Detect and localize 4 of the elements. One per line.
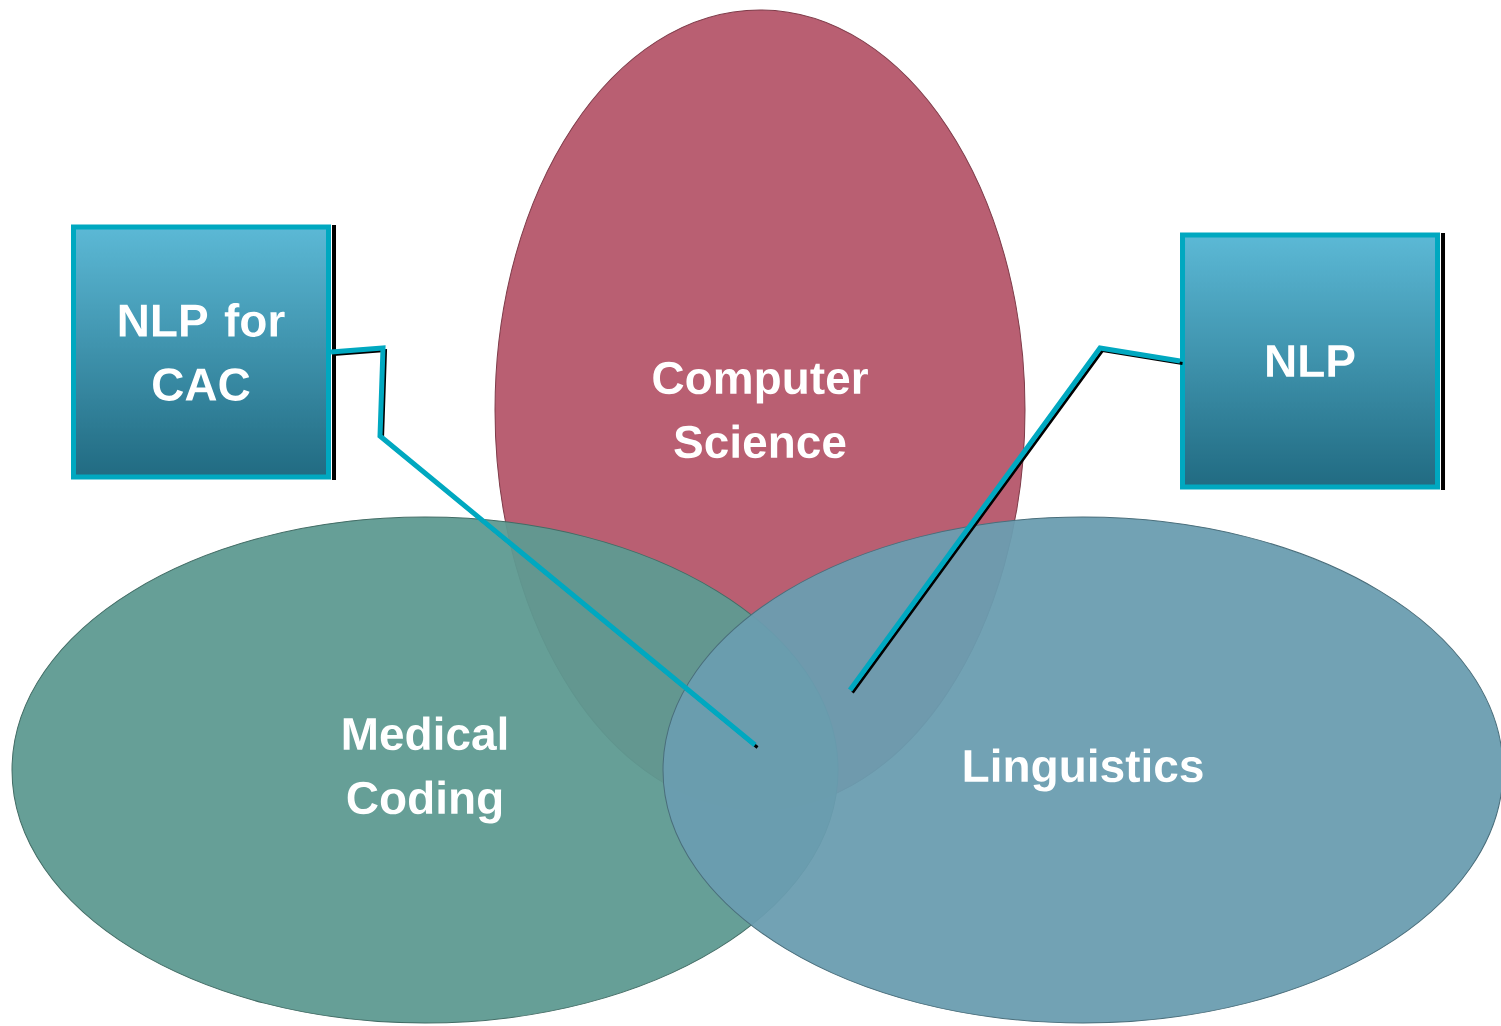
text-box: NLP for CAC xyxy=(71,224,336,480)
text-box: NLP xyxy=(1180,232,1445,490)
leader-line xyxy=(848,345,1183,694)
leader-line xyxy=(330,345,759,749)
